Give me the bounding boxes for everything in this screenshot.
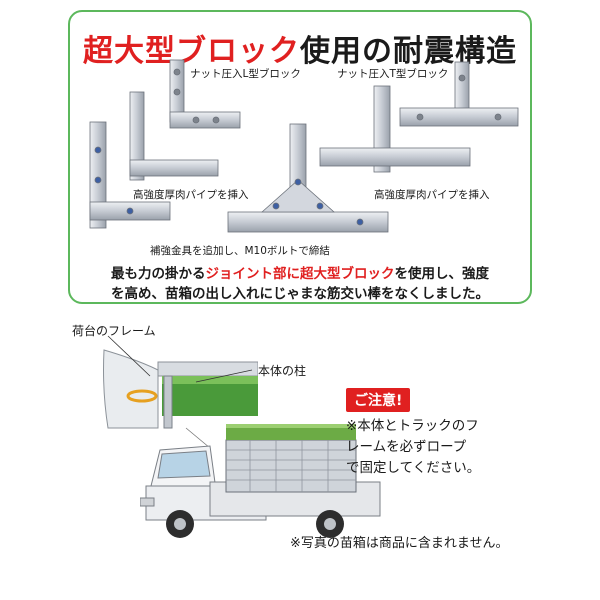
page-title: 超大型ブロック使用の耐震構造 xyxy=(70,26,530,70)
notice-text-1: ※本体とトラックのフ xyxy=(346,418,479,434)
label-frame: 荷台のフレーム xyxy=(72,324,156,338)
label-pipe-left: 高強度厚肉パイプを挿入 xyxy=(133,189,249,201)
body-line-1-red: ジョイント部に超大型ブロック xyxy=(205,266,395,282)
body-line-1a: 最も力の掛かる xyxy=(111,266,206,282)
truck-illustration xyxy=(140,424,381,538)
notice-text-3: で固定してください。 xyxy=(346,460,481,476)
body-line-1: 最も力の掛かるジョイント部に超大型ブロックを使用し、強度 xyxy=(0,262,600,282)
title-black: 使用の耐震構造 xyxy=(300,34,517,69)
label-pillar: 本体の柱 xyxy=(258,364,307,378)
t-block xyxy=(399,61,519,127)
body-line-1b: を使用し、強度 xyxy=(394,266,490,282)
label-pipe-right: 高強度厚肉パイプを挿入 xyxy=(374,189,490,201)
label-reinforce: 補強金具を追加し、M10ボルトで締結 xyxy=(150,245,330,257)
title-red: 超大型ブロック xyxy=(83,34,300,69)
notice-badge: ご注意! xyxy=(346,388,411,412)
disclaimer: ※写真の苗箱は商品に含まれません。 xyxy=(290,536,509,551)
body-line-2: を高め、苗箱の出し入れにじゃまな筋交い棒をなくしました。 xyxy=(111,286,489,302)
t-reinforced xyxy=(227,123,389,233)
l-pipe xyxy=(129,91,219,181)
label-nut-t-block: ナット圧入T型ブロック xyxy=(337,68,449,80)
l-reinforced xyxy=(89,121,171,229)
metal-parts-illustration xyxy=(89,59,519,233)
t-pipe xyxy=(319,85,471,173)
notice-text-2: レームを必ずロープ xyxy=(346,439,467,455)
label-nut-l-block: ナット圧入L型ブロック xyxy=(190,68,301,80)
l-block xyxy=(169,59,241,129)
frame-closeup-illustration xyxy=(98,340,258,430)
